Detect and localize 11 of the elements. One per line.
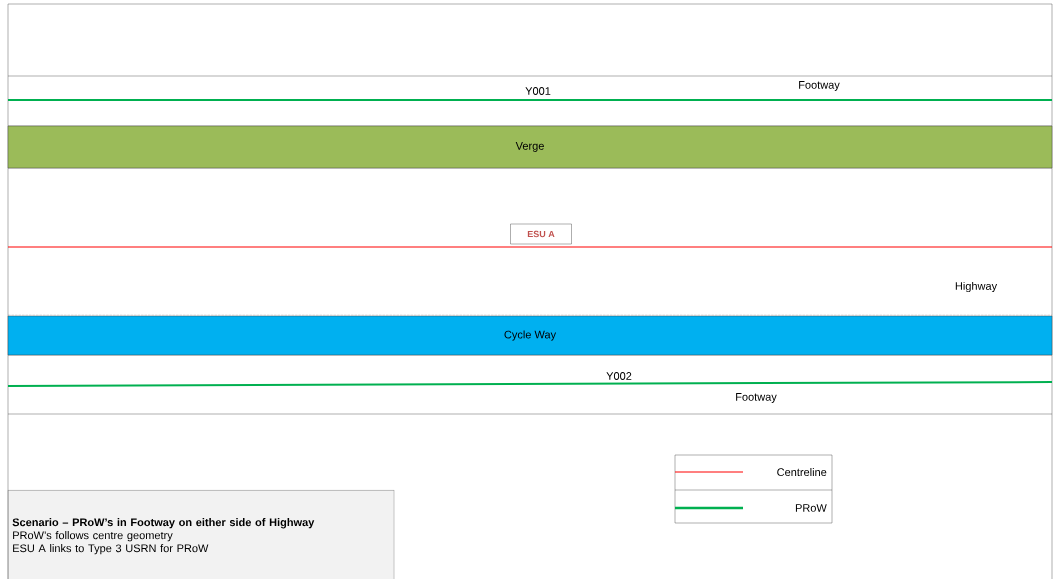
band: Cycle Way (7, 315, 1053, 356)
area-label: Y001 (525, 87, 551, 95)
band: Verge (7, 125, 1053, 169)
area-label: Footway (799, 81, 840, 91)
area-label: Y002 (606, 372, 632, 380)
area-label: Highway (955, 281, 998, 293)
label-box: ESU A (510, 223, 572, 245)
note-box: Scenario – PRoW’s in Footway on either side of Highway PRoW’s follows centre geometry ESU A links to Type 3 USRN for PRoW (8, 490, 395, 579)
legend-text: Centreline (777, 467, 827, 477)
legend-text: PRoW (795, 504, 827, 512)
area-label: Footway (736, 393, 777, 403)
